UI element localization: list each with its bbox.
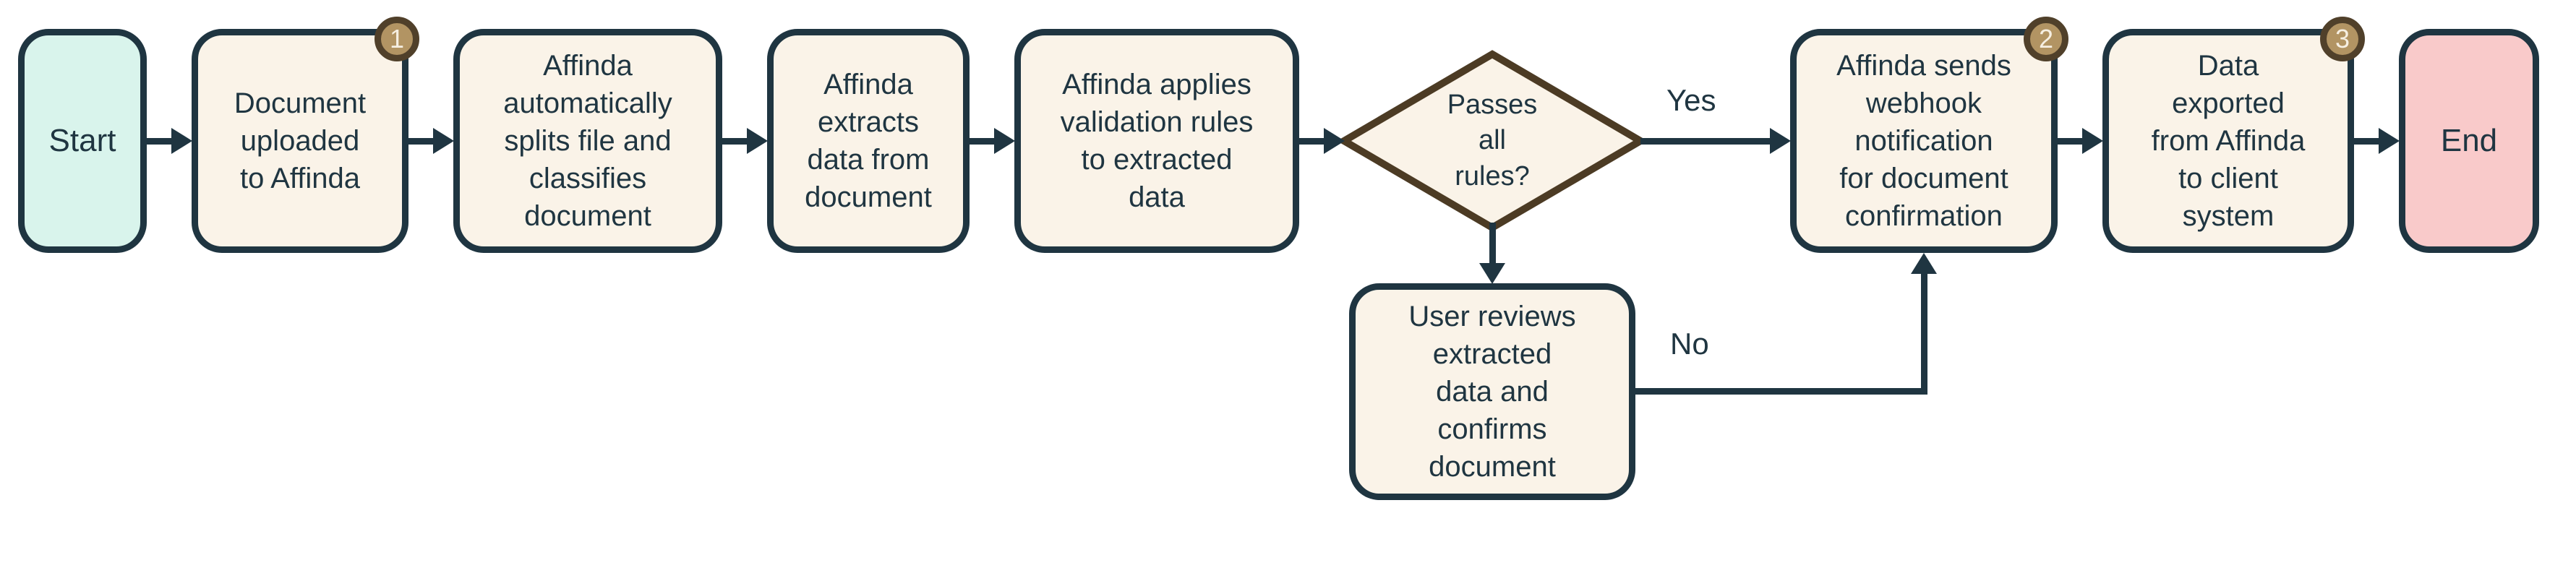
step-badge-2: 2 bbox=[2024, 17, 2068, 61]
node-start: Start bbox=[18, 29, 147, 253]
node-document-uploaded-label: Document uploaded to Affinda bbox=[234, 87, 367, 194]
arrow-split-to-extract-line bbox=[722, 138, 750, 145]
node-validation-rules: Affinda applies validation rules to extr… bbox=[1014, 29, 1299, 253]
no-path-vertical-line bbox=[1921, 272, 1927, 395]
arrow-start-to-upload-head bbox=[171, 128, 192, 154]
node-extract-data: Affinda extracts data from document bbox=[767, 29, 970, 253]
node-document-uploaded: Document uploaded to Affinda bbox=[192, 29, 408, 253]
arrow-extract-to-validate-line bbox=[970, 138, 997, 145]
node-user-review: User reviews extracted data and confirms… bbox=[1349, 283, 1635, 500]
node-data-exported-label: Data exported from Affinda to client sys… bbox=[2151, 50, 2306, 232]
arrow-webhook-to-export-head bbox=[2082, 128, 2103, 154]
node-split-classify-label: Affinda automatically splits file and cl… bbox=[503, 50, 672, 232]
arrow-export-to-end-head bbox=[2379, 128, 2400, 154]
arrow-yes-line bbox=[1640, 138, 1771, 145]
no-path-arrow-head bbox=[1911, 253, 1937, 274]
no-path-horizontal-line bbox=[1635, 388, 1927, 395]
node-user-review-label: User reviews extracted data and confirms… bbox=[1408, 301, 1576, 483]
node-extract-data-label: Affinda extracts data from document bbox=[805, 69, 932, 213]
arrow-validate-to-decision-line bbox=[1299, 138, 1327, 145]
node-end: End bbox=[2399, 29, 2539, 253]
node-webhook-notification: Affinda sends webhook notification for d… bbox=[1790, 29, 2058, 253]
arrow-upload-to-split-head bbox=[433, 128, 454, 154]
node-start-label: Start bbox=[48, 123, 116, 159]
node-data-exported: Data exported from Affinda to client sys… bbox=[2102, 29, 2354, 253]
arrow-split-to-extract-head bbox=[747, 128, 768, 154]
arrow-upload-to-split-line bbox=[408, 138, 436, 145]
decision-diamond-label: Passes all rules? bbox=[1447, 89, 1538, 192]
node-validation-rules-label: Affinda applies validation rules to extr… bbox=[1060, 69, 1254, 213]
arrow-webhook-to-export-line bbox=[2058, 138, 2085, 145]
arrow-export-to-end-line bbox=[2354, 138, 2382, 145]
step-badge-1: 1 bbox=[375, 17, 419, 61]
arrow-yes-head bbox=[1770, 128, 1791, 154]
node-end-label: End bbox=[2440, 123, 2498, 159]
yes-edge-label: Yes bbox=[1666, 83, 1716, 117]
step-badge-3: 3 bbox=[2320, 17, 2365, 61]
node-webhook-notification-label: Affinda sends webhook notification for d… bbox=[1836, 50, 2011, 232]
no-edge-label: No bbox=[1670, 327, 1709, 361]
arrow-decision-to-review-line bbox=[1489, 223, 1496, 266]
arrow-validate-to-decision-head bbox=[1324, 128, 1345, 154]
arrow-extract-to-validate-head bbox=[994, 128, 1015, 154]
arrow-decision-to-review-head bbox=[1479, 263, 1505, 284]
node-split-classify: Affinda automatically splits file and cl… bbox=[453, 29, 722, 253]
arrow-start-to-upload-line bbox=[147, 138, 174, 145]
